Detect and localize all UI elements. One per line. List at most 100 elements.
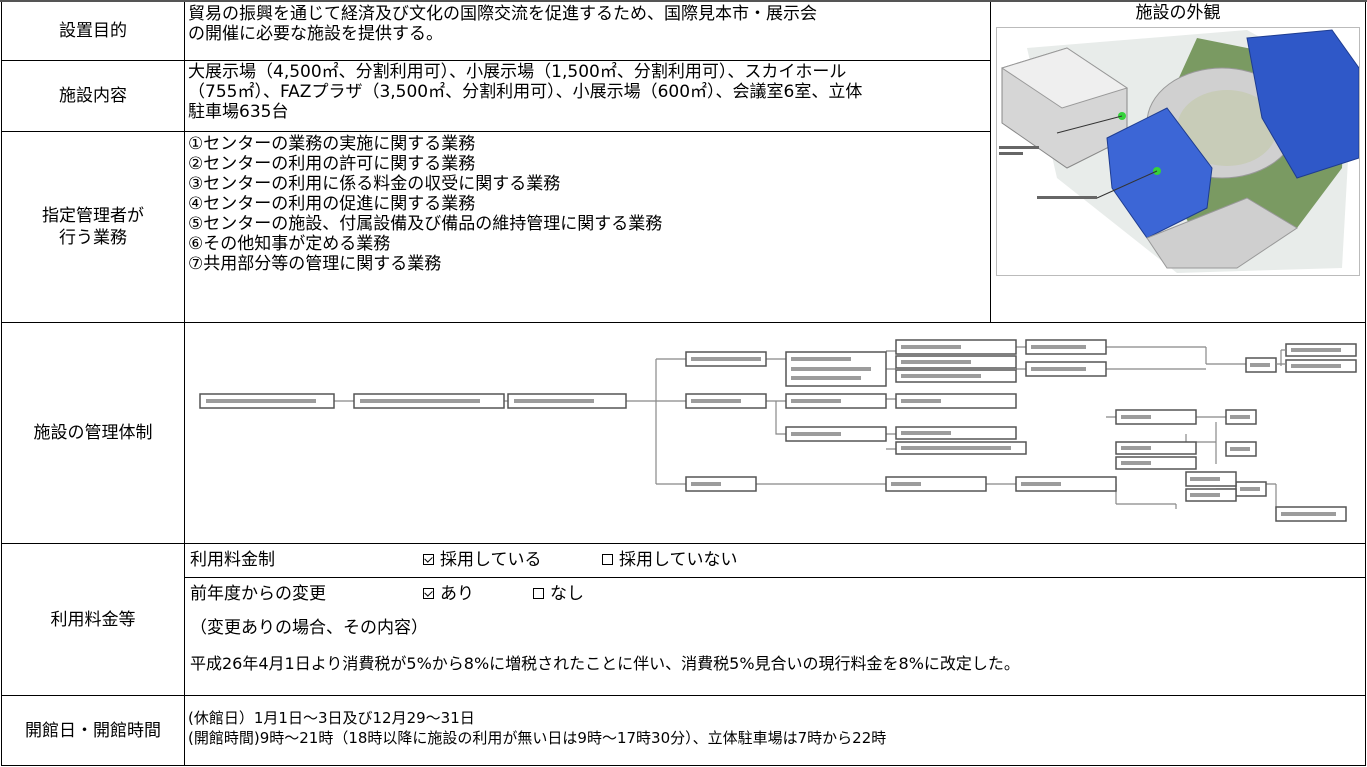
org-node-label	[1031, 367, 1086, 371]
management-label: 施設の管理体制	[2, 323, 184, 543]
facilities-line: （755㎡）、FAZプラザ（3,500㎡、分割利用可）、小展示場（600㎡）、会…	[188, 82, 863, 102]
facilities-label: 施設内容	[2, 61, 184, 131]
fee-change-detail-label: （変更ありの場合、その内容）	[190, 618, 428, 638]
org-node-label	[901, 399, 941, 403]
org-node-label	[891, 482, 921, 486]
org-node	[885, 476, 987, 492]
org-node-label	[691, 357, 761, 361]
duty-item: ⑤センターの施設、付属設備及び備品の維持管理に関する業務	[188, 214, 663, 234]
checkbox-checked-icon[interactable]	[423, 553, 434, 565]
main-hall-roof	[1246, 29, 1359, 179]
duty-item: ②センターの利用の許可に関する業務	[188, 154, 476, 174]
duty-item: ⑦共用部分等の管理に関する業務	[188, 254, 442, 274]
org-node-label	[691, 399, 741, 403]
photo-title: 施設の外観	[991, 2, 1365, 24]
grid-line	[990, 2, 991, 323]
grid-line	[184, 577, 1366, 578]
fee-system-label: 利用料金制	[190, 550, 275, 570]
facilities-line: 駐車場635台	[188, 102, 289, 122]
callout-mark	[1037, 196, 1097, 199]
org-node-label	[901, 345, 961, 349]
org-node	[1115, 456, 1197, 470]
hours-line: (休館日）1月1日～3日及び12月29～31日	[188, 709, 475, 727]
org-connector	[334, 358, 686, 485]
hours-label-text: 開館日・開館時間	[25, 721, 161, 741]
checkbox-unchecked-icon[interactable]	[533, 587, 544, 599]
org-node-label	[1021, 482, 1061, 486]
org-node-label	[1121, 446, 1151, 450]
org-chart-diagram	[199, 339, 1357, 522]
facilities-label-text: 施設内容	[59, 86, 127, 106]
grid-line	[1, 2, 2, 766]
org-node	[1115, 441, 1197, 455]
org-node-label	[1291, 364, 1341, 368]
org-node-label	[206, 399, 316, 403]
facility-photo	[996, 27, 1360, 276]
option-label: あり	[440, 584, 474, 604]
org-node	[895, 393, 1017, 409]
org-node-label	[791, 376, 861, 380]
org-node-label	[901, 446, 1011, 450]
org-node	[1115, 409, 1197, 425]
duties-label-line: 指定管理者が	[42, 206, 144, 226]
photo-title-text: 施設の外観	[1135, 3, 1221, 23]
leader-line	[1096, 170, 1158, 199]
hours-line: (開館時間)9時～21時（18時以降に施設の利用が無い日は9時～17時30分）、…	[188, 729, 887, 747]
option-label: なし	[550, 584, 584, 604]
org-connector	[756, 346, 1277, 509]
fee-system-row: 利用料金制 採用している 採用していない	[190, 547, 1360, 575]
option-no-change[interactable]: なし	[533, 584, 584, 604]
checkbox-checked-icon[interactable]	[423, 587, 434, 599]
option-label: 採用していない	[619, 550, 738, 570]
org-node-label	[1190, 477, 1220, 481]
org-node-label	[1281, 512, 1336, 516]
facilities-line: 大展示場（4,500㎡、分割利用可）、小展示場（1,500㎡、分割利用可）、スカ…	[188, 62, 847, 82]
facilities-content: 大展示場（4,500㎡、分割利用可）、小展示場（1,500㎡、分割利用可）、スカ…	[188, 62, 988, 130]
lower-building	[1146, 197, 1298, 269]
org-node-label	[1190, 493, 1220, 497]
hours-label: 開館日・開館時間	[2, 697, 184, 765]
org-node-label	[514, 399, 594, 403]
management-label-text: 施設の管理体制	[33, 423, 153, 443]
org-node-label	[1230, 415, 1250, 419]
option-changed[interactable]: あり	[423, 584, 474, 604]
option-not-adopted[interactable]: 採用していない	[602, 550, 738, 570]
option-adopted[interactable]: 採用している	[423, 550, 542, 570]
org-chart	[186, 324, 1364, 542]
org-node-label	[1291, 348, 1341, 352]
purpose-content: 貿易の振興を通じて経済及び文化の国際交流を促進するため、国際見本市・展示会 の開…	[188, 4, 988, 60]
org-node-label	[791, 399, 841, 403]
fees-label-text: 利用料金等	[50, 609, 136, 630]
duties-list: ①センターの業務の実施に関する業務 ②センターの利用の許可に関する業務 ③センタ…	[188, 134, 988, 320]
org-node	[1015, 476, 1117, 492]
leader-line	[1056, 115, 1123, 134]
org-node-label	[901, 374, 981, 378]
org-node-label	[791, 367, 871, 371]
fees-label: 利用料金等	[2, 544, 184, 695]
facility-aerial-image	[999, 29, 1359, 273]
hours-content: (休館日）1月1日～3日及び12月29～31日 (開館時間)9時～21時（18時…	[188, 708, 1358, 758]
org-node-label	[1031, 345, 1086, 349]
org-node	[895, 426, 1017, 440]
callout-mark	[999, 146, 1039, 149]
purpose-label: 設置目的	[2, 2, 184, 60]
grid-line	[1365, 2, 1366, 766]
fee-change-detail: 平成26年4月1日より消費税が5%から8%に増税されたことに伴い、消費税5%見合…	[190, 654, 1020, 673]
grid-line	[184, 2, 185, 766]
grid-line	[1, 543, 1366, 544]
org-node-label	[791, 357, 851, 361]
grid-line	[1, 322, 1366, 323]
top-edge	[0, 0, 1367, 2]
callout-mark	[999, 152, 1023, 155]
org-node-label	[1240, 487, 1260, 491]
org-node-label	[901, 431, 951, 435]
plaza-center	[1177, 90, 1277, 166]
org-node-label	[1230, 447, 1250, 451]
duties-label: 指定管理者が 行う業務	[2, 132, 184, 322]
grid-line	[1, 765, 1366, 766]
org-node-label	[691, 482, 721, 486]
org-node-label	[1121, 461, 1151, 465]
org-node-label	[791, 432, 841, 436]
checkbox-unchecked-icon[interactable]	[602, 553, 613, 565]
